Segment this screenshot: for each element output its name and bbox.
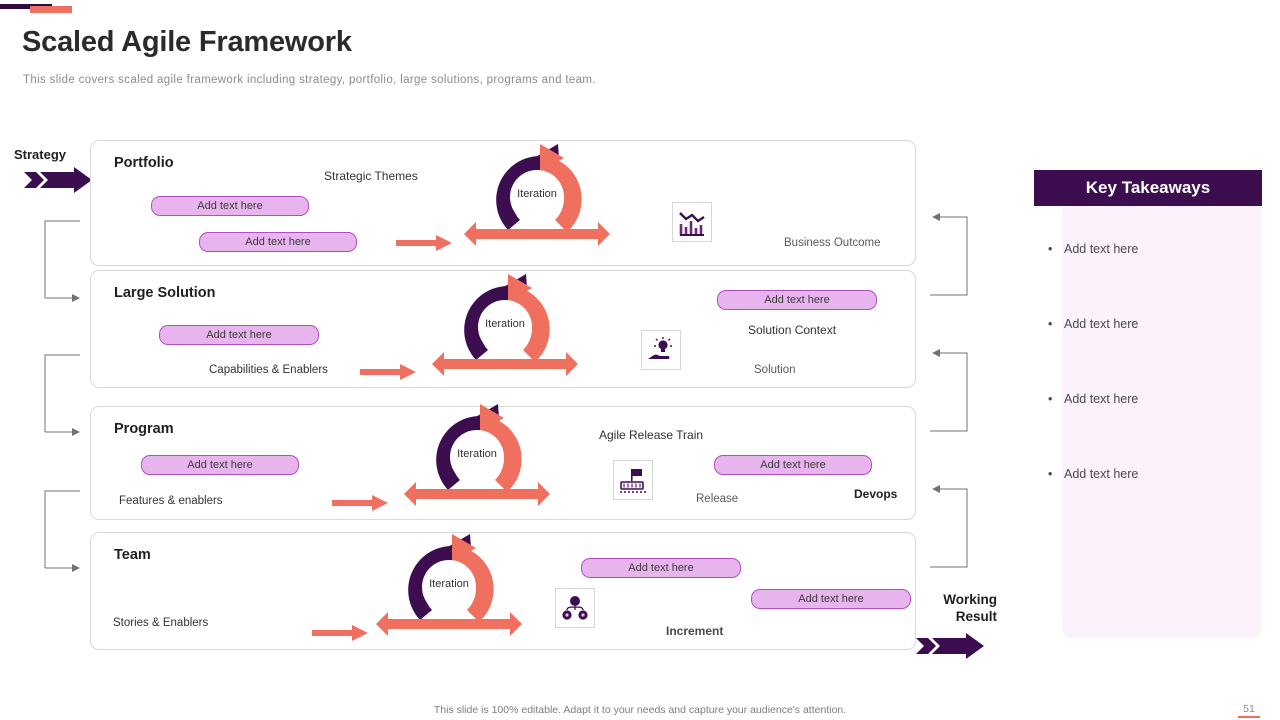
bar-chart-decline-icon — [672, 202, 712, 242]
mini-arrow-team-icon — [312, 625, 368, 641]
card-title-team: Team — [114, 547, 151, 563]
pill-team-1[interactable]: Add text here — [581, 558, 741, 578]
strategy-label: Strategy — [14, 147, 67, 162]
connector-left-3 — [44, 490, 80, 575]
pill-large-solution-2[interactable]: Add text here — [717, 290, 877, 310]
page-number: 51 — [1243, 703, 1255, 715]
label-strategic-themes: Strategic Themes — [324, 169, 418, 183]
pill-portfolio-2[interactable]: Add text here — [199, 232, 357, 252]
train-icon — [613, 460, 653, 500]
deco-bar-dark — [0, 4, 52, 9]
working-result-label: Working Result — [929, 591, 997, 625]
page-subtitle: This slide covers scaled agile framework… — [23, 74, 596, 86]
takeaway-item-3[interactable]: • Add text here — [1048, 392, 1139, 406]
iteration-cycle-portfolio: Iteration — [462, 142, 612, 262]
iteration-cycle-large-solution: Iteration — [430, 272, 580, 392]
iteration-label-program: Iteration — [457, 448, 497, 460]
pill-program-2[interactable]: Add text here — [714, 455, 872, 475]
iteration-label-portfolio: Iteration — [517, 188, 557, 200]
strategy-arrow-icon — [24, 166, 92, 194]
iteration-label-large-solution: Iteration — [485, 318, 525, 330]
pill-portfolio-1[interactable]: Add text here — [151, 196, 309, 216]
hand-lightbulb-icon — [641, 330, 681, 370]
top-decoration — [0, 4, 120, 13]
card-team[interactable]: Team Stories & Enablers Add text here Ad… — [90, 532, 916, 650]
takeaway-bullet-3: • — [1048, 392, 1053, 406]
takeaway-item-2[interactable]: • Add text here — [1048, 317, 1139, 331]
label-solution: Solution — [754, 364, 796, 376]
takeaway-bullet-1: • — [1048, 242, 1053, 256]
iteration-label-team: Iteration — [429, 578, 469, 590]
label-features-enablers: Features & enablers — [119, 495, 223, 507]
deco-bar-coral — [30, 6, 72, 13]
takeaway-bullet-2: • — [1048, 317, 1053, 331]
label-stories-enablers: Stories & Enablers — [113, 617, 209, 629]
label-capabilities-enablers: Capabilities & Enablers — [209, 364, 328, 376]
takeaway-label-1: Add text here — [1064, 242, 1139, 256]
key-takeaways-body — [1062, 206, 1262, 638]
working-result-line1: Working — [943, 592, 997, 607]
label-business-outcome: Business Outcome — [784, 237, 881, 249]
label-agile-release-train: Agile Release Train — [599, 428, 704, 442]
pill-large-solution-1[interactable]: Add text here — [159, 325, 319, 345]
connector-right-2 — [930, 348, 968, 434]
connector-right-3 — [930, 484, 968, 570]
key-takeaways-header: Key Takeaways — [1034, 170, 1262, 206]
card-title-portfolio: Portfolio — [114, 155, 174, 171]
takeaway-bullet-4: • — [1048, 467, 1053, 481]
mini-arrow-portfolio-icon — [396, 235, 452, 251]
connector-left-1 — [44, 220, 80, 305]
takeaway-item-4[interactable]: • Add text here — [1048, 467, 1139, 481]
page-title: Scaled Agile Framework — [22, 26, 352, 58]
key-takeaways-panel: Key Takeaways • Add text here • Add text… — [1034, 170, 1262, 638]
card-title-program: Program — [114, 421, 174, 437]
takeaway-label-4: Add text here — [1064, 467, 1139, 481]
label-devops: Devops — [854, 487, 898, 501]
card-title-large-solution: Large Solution — [114, 285, 216, 301]
takeaway-label-3: Add text here — [1064, 392, 1139, 406]
takeaway-item-1[interactable]: • Add text here — [1048, 242, 1139, 256]
pill-program-1[interactable]: Add text here — [141, 455, 299, 475]
connector-left-2 — [44, 354, 80, 439]
working-result-line2: Result — [955, 609, 997, 624]
working-result-arrow-icon — [916, 632, 984, 660]
takeaway-label-2: Add text here — [1064, 317, 1139, 331]
iteration-cycle-team: Iteration — [374, 532, 524, 652]
iteration-cycle-program: Iteration — [402, 402, 552, 522]
connector-right-1 — [930, 212, 968, 298]
label-solution-context: Solution Context — [748, 323, 837, 337]
mini-arrow-large-solution-icon — [360, 364, 416, 380]
label-release: Release — [696, 493, 739, 505]
pill-team-2[interactable]: Add text here — [751, 589, 911, 609]
mini-arrow-program-icon — [332, 495, 388, 511]
page-number-rule — [1238, 716, 1260, 718]
team-network-icon — [555, 588, 595, 628]
footer-note: This slide is 100% editable. Adapt it to… — [433, 704, 847, 716]
label-increment: Increment — [666, 624, 724, 638]
